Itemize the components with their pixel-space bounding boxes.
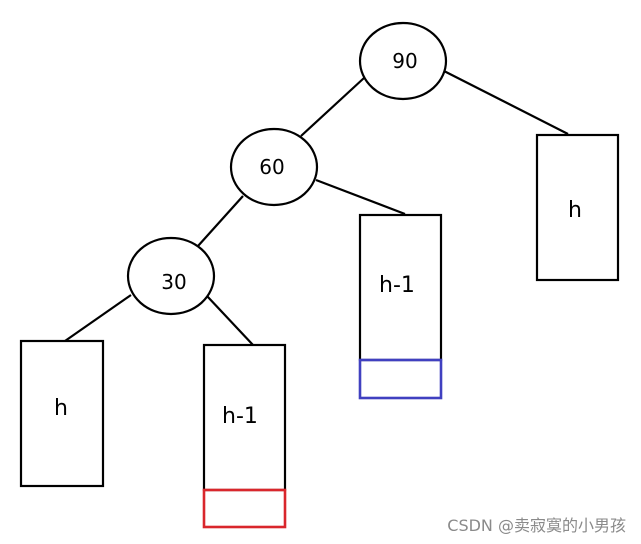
added-node-blue [358, 358, 443, 400]
subtree-left-of-30: h [19, 339, 105, 488]
node-90: 90 [358, 21, 448, 101]
edge-90-60 [300, 77, 365, 137]
edges [64, 69, 569, 346]
node-90-circle [358, 21, 448, 101]
node-60-label: 60 [259, 155, 284, 179]
node-30-circle [126, 236, 216, 316]
subtree-right-of-90: h [535, 133, 620, 282]
edge-30-h [64, 294, 132, 342]
added-node-red [202, 488, 287, 529]
node-60-circle [229, 127, 319, 207]
node-30: 30 [126, 236, 216, 316]
subtree-right-of-30-label: h-1 [222, 404, 258, 429]
edge-90-h [441, 69, 569, 135]
watermark: CSDN @卖寂寞的小男孩 [447, 516, 626, 535]
subtree-right-of-30-box [202, 343, 287, 492]
edge-60-30 [197, 195, 244, 247]
edge-30-h1 [206, 295, 254, 346]
node-90-label: 90 [392, 49, 417, 73]
subtree-left-of-30-label: h [54, 396, 68, 421]
node-30-label: 30 [161, 270, 186, 294]
subtree-left-of-30-box [19, 339, 105, 488]
subtree-right-of-60-label: h-1 [379, 273, 415, 298]
node-60: 60 [229, 127, 319, 207]
subtree-right-of-90-label: h [568, 198, 582, 223]
edge-60-h1 [315, 178, 406, 216]
subtree-right-of-60-box [358, 213, 443, 362]
subtree-right-of-60: h-1 [358, 213, 443, 400]
subtree-right-of-30: h-1 [202, 343, 287, 529]
subtree-right-of-90-box [535, 133, 620, 282]
